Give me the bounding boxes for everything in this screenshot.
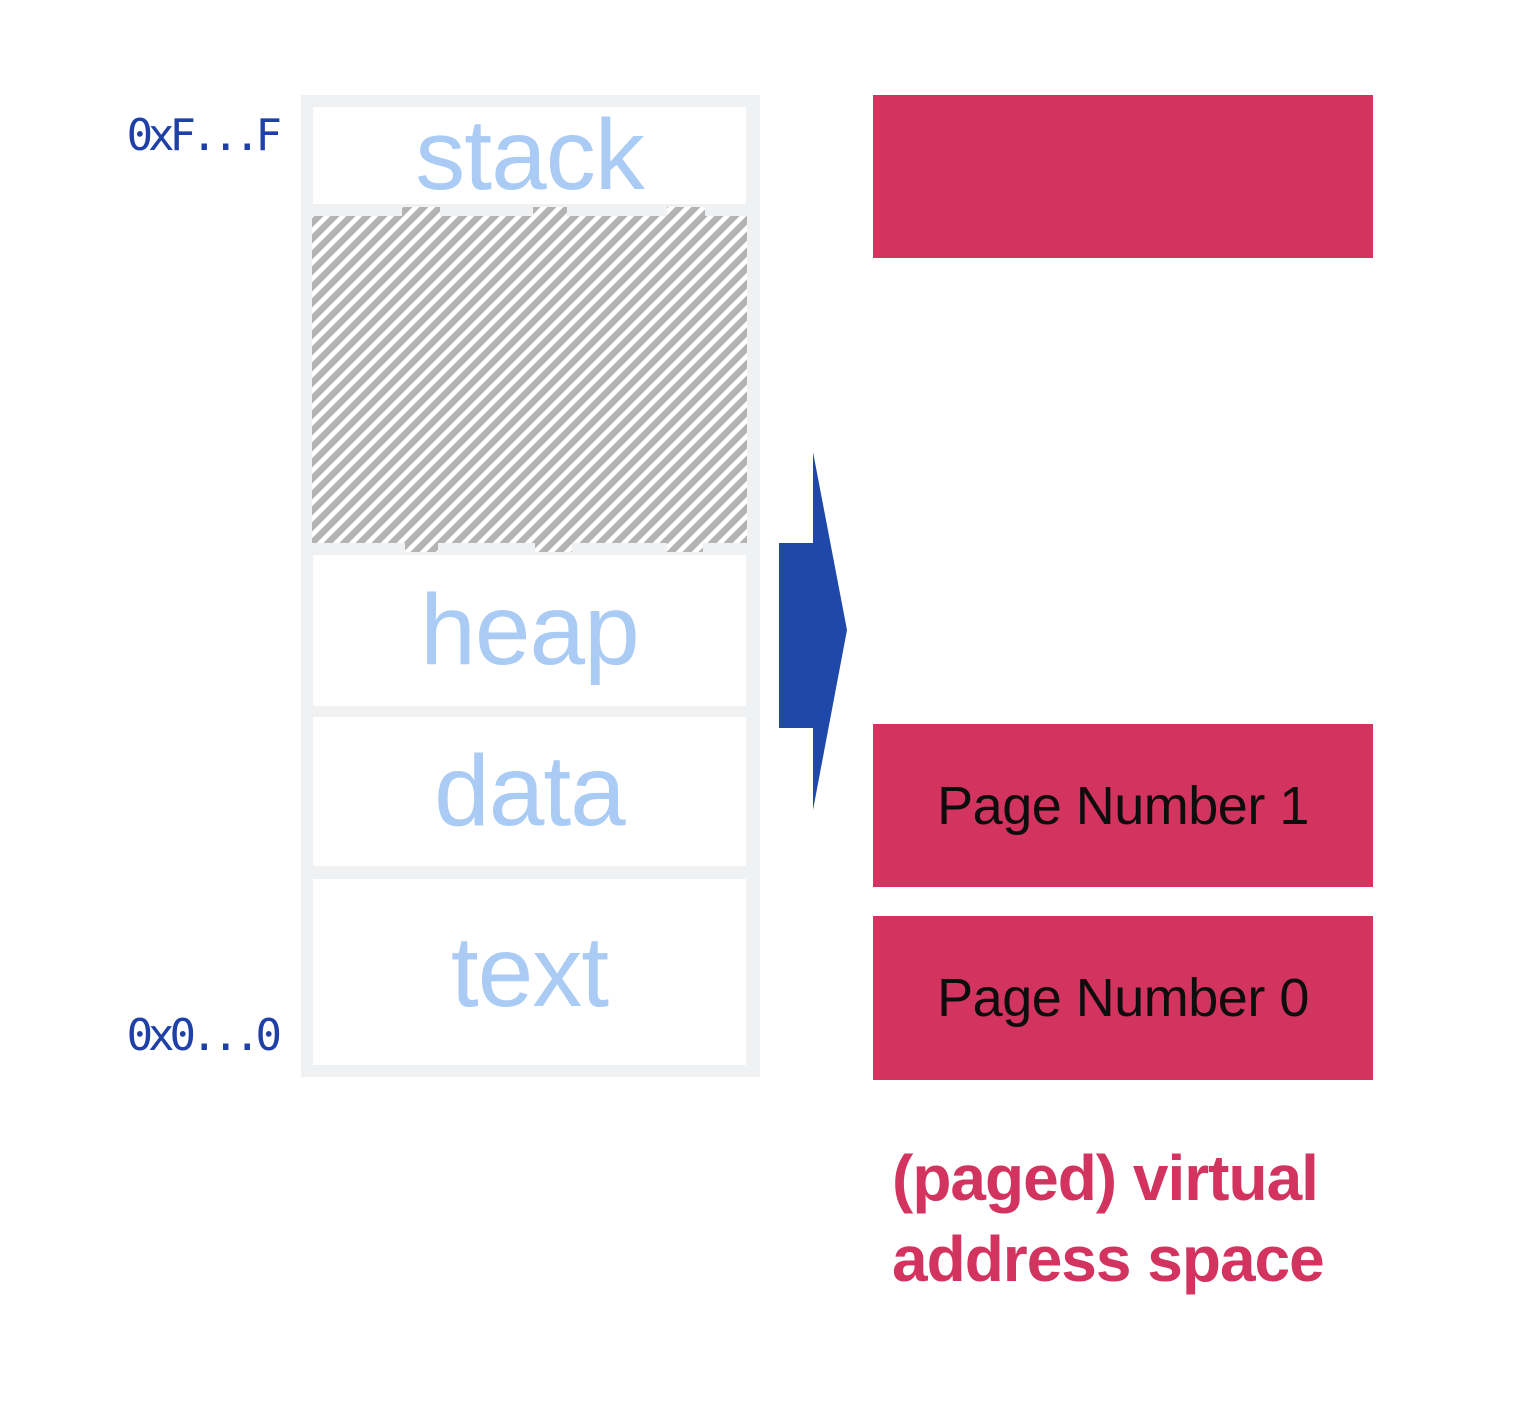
section-stack: stack (313, 99, 746, 211)
section-stack-label: stack (415, 99, 644, 211)
mapping-arrow (779, 452, 847, 810)
address-label-bottom: 0x0...0 (126, 1010, 282, 1061)
section-heap-label: heap (420, 574, 639, 686)
memory-column: stack heap data text (301, 95, 760, 1077)
section-data-label: data (434, 735, 626, 847)
section-text-label: text (450, 915, 609, 1028)
page-box-1-label: Page Number 1 (937, 775, 1309, 836)
section-heap: heap (313, 555, 746, 706)
caption-line-2: address space (892, 1223, 1325, 1295)
diagonal-hatch-pattern (312, 207, 747, 552)
page-box-0-label: Page Number 0 (937, 968, 1309, 1028)
page-box-1: Page Number 1 (873, 724, 1373, 887)
caption-line-1: (paged) virtual (892, 1142, 1319, 1214)
caption: (paged) virtual address space (892, 1138, 1452, 1300)
page-box-unlabeled (873, 95, 1373, 258)
section-text: text (313, 879, 746, 1065)
address-label-top: 0xF...F (126, 110, 282, 161)
page-box-0: Page Number 0 (873, 916, 1373, 1080)
right-arrow-icon (779, 452, 847, 810)
hatched-unused-region (312, 207, 747, 552)
section-data: data (313, 717, 746, 866)
